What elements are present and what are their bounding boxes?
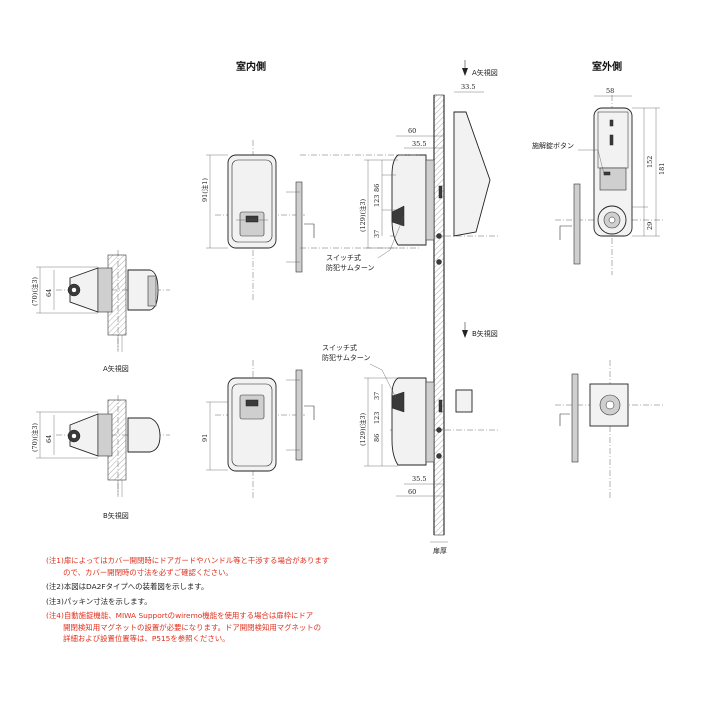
switch-thumbturn-label-bottom-2: 防犯サムターン (322, 353, 371, 362)
indoor-front-bottom: 91 (201, 360, 315, 500)
note-1-line-1: (注1)扉によってはカバー開閉時にドアガードやハンドル等と干渉する場合があります (46, 556, 330, 565)
dim-123-bottom: 123 (373, 412, 381, 424)
dim-70-note3-b: (70)(注3) (30, 422, 39, 452)
note-2: (注2)本図はDA2Fタイプへの装着図を示します。 (46, 582, 209, 591)
note-4-line-1: (注4)自動施錠機能、MIWA Supportのwiremo機能を使用する場合は… (46, 611, 314, 620)
note-4-line-3: 詳細および設置位置等は、P515を参照ください。 (46, 634, 230, 643)
dim-91-bottom: 91 (201, 434, 209, 442)
dim-64-a: 64 (45, 289, 53, 297)
dim-86-top: 86 (373, 184, 381, 192)
note-1-line-2: ので、カバー開閉時の寸法を必ずご確認ください。 (46, 567, 233, 577)
dim-91-note1: 91(注1) (200, 178, 209, 202)
view-a-caption: A矢視図 (103, 364, 129, 373)
dim-60-bottom: 60 (408, 488, 416, 496)
dim-37-bottom: 37 (373, 392, 381, 400)
view-b-drawing: (70)(注3) 64 (30, 395, 170, 497)
dim-58: 58 (606, 87, 614, 95)
side-section-view (364, 60, 500, 543)
view-b-caption: B矢視図 (103, 511, 129, 520)
view-b-arrow-label: B矢視図 (472, 329, 498, 338)
dim-70-note3-a: (70)(注3) (30, 276, 39, 306)
switch-thumbturn-label-bottom-1: スイッチ式 (322, 343, 357, 352)
unlock-button-label: 施解錠ボタン (532, 141, 574, 150)
indoor-front-top: 91(注1) (200, 140, 315, 300)
note-3: (注3)パッキン寸法を示します。 (46, 596, 152, 606)
dim-35-5-bottom: 35.5 (412, 475, 426, 483)
dim-181: 181 (658, 163, 666, 175)
outdoor-front-bottom (555, 360, 665, 500)
view-a-drawing: (70)(注3) 64 (30, 250, 170, 352)
notes-section: (注1)扉によってはカバー開閉時にドアガードやハンドル等と干渉する場合があります… (46, 555, 686, 645)
switch-thumbturn-label-top-1: スイッチ式 (326, 253, 361, 262)
dim-29: 29 (646, 222, 654, 230)
outdoor-front-top (555, 95, 665, 275)
dim-37-top: 37 (373, 230, 381, 238)
switch-thumbturn-label-top-2: 防犯サムターン (326, 263, 375, 272)
outdoor-side-title: 室外側 (592, 60, 622, 73)
note-4-line-2: 開閉検知用マグネットの設置が必要になります。ドア開閉検知用マグネットの (46, 622, 322, 632)
dim-129-note3-top: (129)(注3) (358, 198, 367, 232)
dim-86-bottom: 86 (373, 434, 381, 442)
indoor-side-title: 室内側 (236, 60, 266, 73)
dim-35-5-top: 35.5 (412, 140, 426, 148)
dim-152: 152 (646, 156, 654, 168)
view-a-arrow-label: A矢視図 (472, 68, 498, 77)
dim-129-note3-bottom: (129)(注3) (358, 412, 367, 446)
dim-123-top: 123 (373, 195, 381, 207)
dim-60-top: 60 (408, 127, 416, 135)
door-thickness-label: 扉厚 (433, 546, 447, 555)
dim-64-b: 64 (45, 435, 53, 443)
dim-33-5: 33.5 (461, 83, 475, 91)
